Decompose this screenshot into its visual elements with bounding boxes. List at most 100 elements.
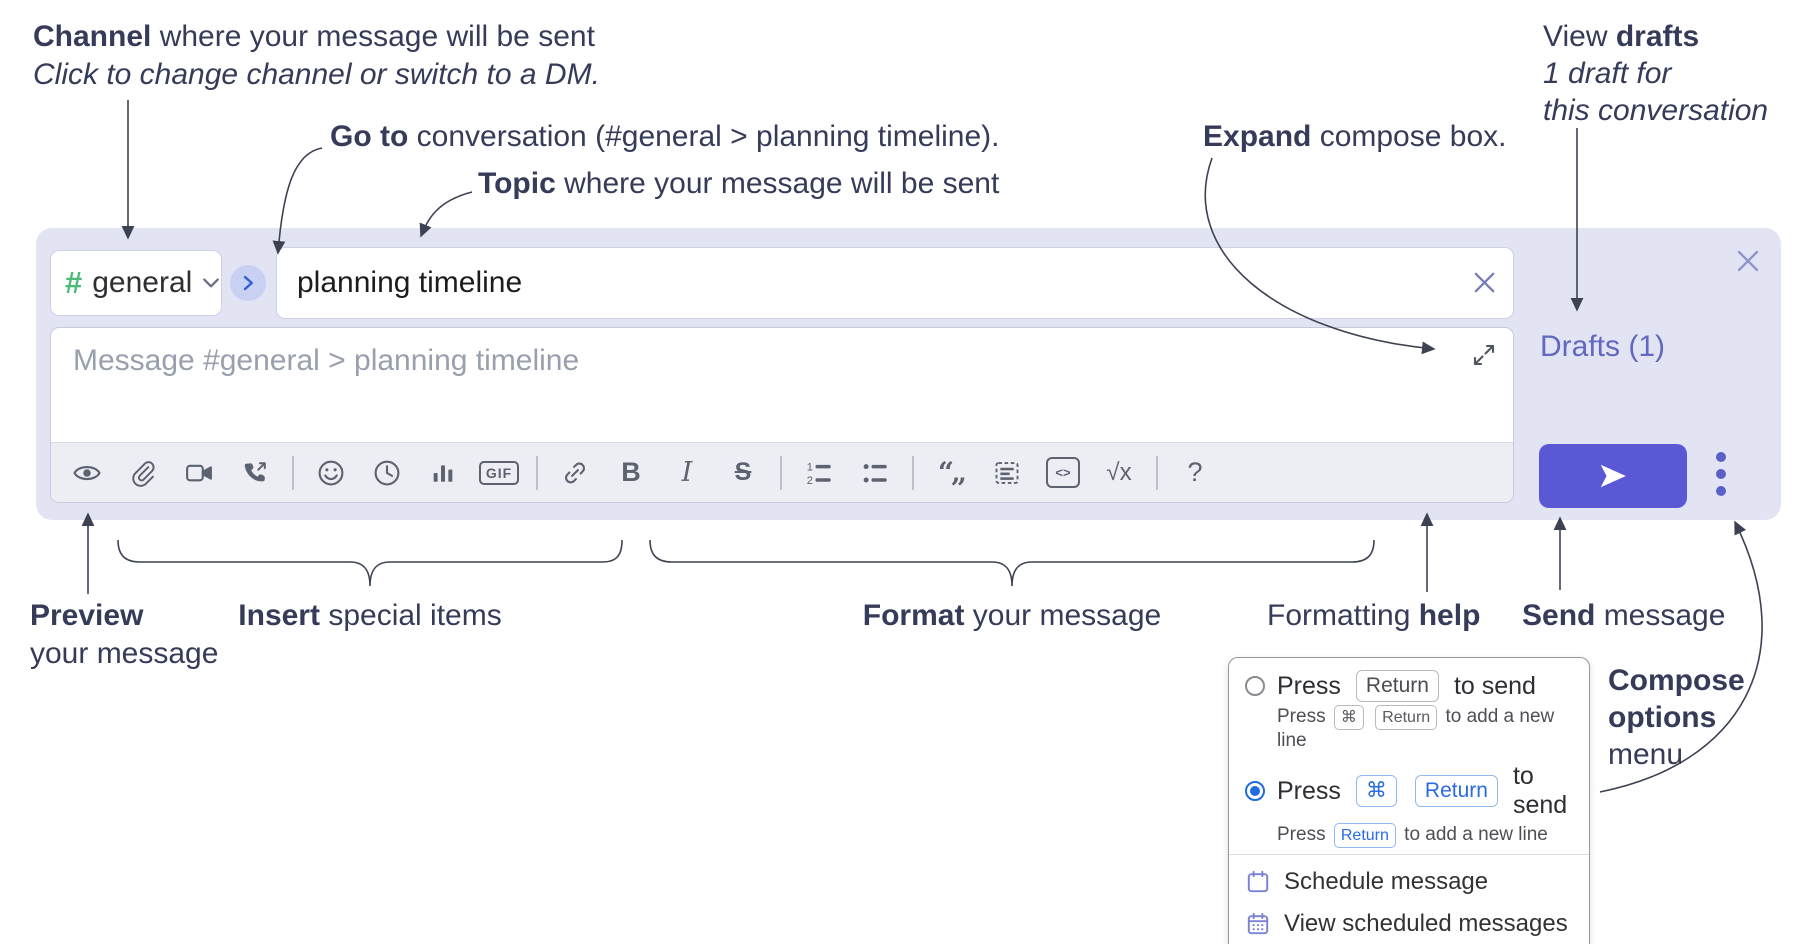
goto-annotation: Go to conversation (#general > planning … (330, 120, 1000, 153)
bulleted-list-button[interactable] (847, 450, 903, 496)
gif-button[interactable]: GIF (471, 450, 527, 496)
topic-annotation: Topic where your message will be sent (478, 167, 1000, 200)
bold-icon: B (621, 457, 641, 487)
channel-selector[interactable]: # general (50, 250, 222, 316)
view-drafts-annotation: View drafts 1 draft for this conversatio… (1543, 20, 1769, 127)
svg-text:1: 1 (807, 461, 813, 473)
bold-button[interactable]: B (603, 450, 659, 496)
goto-conversation-button[interactable] (230, 265, 266, 301)
spoiler-icon (995, 461, 1019, 484)
dot (1716, 452, 1726, 462)
format-brace (649, 539, 1375, 587)
compose-options-annotation: Compose options menu (1608, 664, 1745, 771)
link-icon (565, 462, 585, 483)
channel-name: general (92, 266, 193, 299)
send-annotation: Send message (1522, 599, 1726, 632)
attach-file-button[interactable] (115, 450, 171, 496)
topic-input[interactable] (276, 247, 1514, 319)
code-button[interactable]: <> (1035, 450, 1091, 496)
close-compose-button[interactable] (1733, 246, 1763, 276)
chevron-down-icon (202, 277, 220, 290)
insert-brace (117, 539, 623, 587)
clock-icon (374, 460, 400, 485)
dot (1716, 486, 1726, 496)
svg-text:2: 2 (807, 475, 813, 487)
kbd-return: Return (1355, 670, 1439, 702)
calendar-icon (1247, 870, 1269, 893)
kbd-return: Return (1375, 705, 1438, 730)
bulleted-list-icon (863, 463, 887, 482)
question-mark-icon: ? (1187, 457, 1203, 487)
kbd-return: Return (1414, 775, 1498, 807)
kbd-cmd: ⌘ (1333, 705, 1364, 730)
chevron-right-icon (243, 275, 253, 291)
toolbar-divider (780, 455, 782, 490)
option-enter-to-send-sub: Press ⌘ Return to add a new line (1277, 705, 1555, 751)
toolbar-divider (912, 455, 914, 490)
smiley-icon (318, 460, 344, 485)
phone-call-icon (244, 461, 266, 481)
radio-unselected-icon[interactable] (1245, 676, 1265, 696)
strikethrough-icon: S (734, 458, 752, 486)
option-cmd-enter-to-send-sub: Press Return to add a new line (1277, 823, 1573, 848)
kbd-return: Return (1333, 823, 1396, 848)
strikethrough-button[interactable]: S (715, 450, 771, 496)
expand-diagonal-icon (1473, 344, 1495, 366)
video-call-button[interactable] (171, 450, 227, 496)
numbered-list-icon: 12 (807, 461, 831, 487)
compose-options-menu-button[interactable] (1716, 450, 1728, 498)
italic-button[interactable]: I (659, 450, 715, 496)
insert-annotation: Insert special items (238, 599, 502, 632)
recipient-row: # general (50, 247, 1767, 319)
menu-item-schedule-message[interactable]: Schedule message (1245, 861, 1573, 903)
drafts-link[interactable]: Drafts (1) (1540, 330, 1666, 363)
math-button[interactable]: √x (1091, 450, 1147, 496)
topic-field-wrap (276, 247, 1514, 319)
expand-compose-button[interactable] (1471, 342, 1497, 368)
audio-call-button[interactable] (227, 450, 283, 496)
spoiler-button[interactable] (979, 450, 1035, 496)
expand-annotation: Expand compose box. (1203, 120, 1507, 153)
kbd-cmd: ⌘ (1355, 775, 1397, 807)
format-annotation: Format your message (862, 599, 1162, 632)
clear-topic-button[interactable] (1471, 269, 1498, 296)
poll-button[interactable] (415, 450, 471, 496)
menu-item-view-scheduled[interactable]: View scheduled messages (1245, 903, 1573, 944)
calendar-grid-icon (1247, 912, 1269, 935)
preview-annotation: Preview your message (30, 599, 219, 670)
compose-box: # general (36, 228, 1781, 520)
gif-icon: GIF (478, 460, 520, 485)
toolbar-divider (292, 455, 294, 490)
quote-icon: “„ (937, 456, 967, 489)
paperclip-icon (132, 460, 155, 487)
code-icon: <> (1046, 457, 1080, 488)
dot (1716, 469, 1726, 479)
quote-button[interactable]: “„ (923, 450, 979, 496)
send-button[interactable] (1539, 444, 1687, 508)
toolbar-divider (536, 455, 538, 490)
formatting-help-annotation: Formatting help (1267, 599, 1481, 632)
schedule-time-button[interactable] (359, 450, 415, 496)
menu-divider (1229, 854, 1589, 855)
channel-annotation: Channel where your message will be sent … (33, 20, 600, 91)
send-icon (1600, 464, 1626, 488)
link-button[interactable] (547, 450, 603, 496)
radio-selected-icon[interactable] (1245, 781, 1265, 801)
emoji-button[interactable] (303, 450, 359, 496)
close-icon (1474, 272, 1495, 293)
message-input[interactable] (51, 328, 1513, 442)
message-formatting-help-button[interactable]: ? (1167, 450, 1223, 496)
video-camera-icon (186, 464, 212, 481)
italic-icon: I (681, 457, 693, 488)
channel-hash-icon: # (65, 265, 83, 300)
eye-icon (73, 465, 101, 480)
bar-chart-icon (433, 464, 453, 482)
preview-button[interactable] (59, 450, 115, 496)
message-area: GIF B I S 12 (50, 327, 1514, 503)
